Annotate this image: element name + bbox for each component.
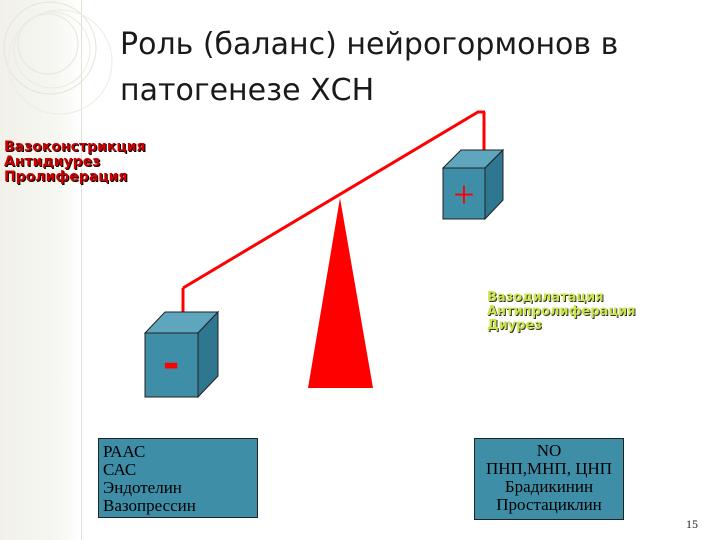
left-cube: - [143,310,220,399]
deco-circle-3 [17,13,79,75]
right-effect-3: Диурез [487,318,542,333]
right-box-item-4: Простациклин [496,495,602,514]
left-box-item-2: САС [103,460,137,479]
decorative-circles [3,1,113,115]
left-effects: Вазоконстрикция Антидиурез Пролиферация [4,140,146,185]
slide-title: Роль (баланс) нейрогормонов в патогенезе… [120,22,680,114]
deco-circle-4 [7,9,113,115]
plus-sign: + [453,174,474,216]
right-box-item-1: NO [536,441,562,460]
right-effect-1: Вазодилатация [487,290,604,305]
deco-circle-1 [3,1,97,95]
deco-circle-2 [13,11,91,89]
title-line-1: Роль (баланс) нейрогормонов в [120,27,619,62]
left-box-item-1: РААС [103,442,146,461]
title-line-2: патогенезе ХСН [120,73,375,108]
left-effect-2: Антидиурез [4,154,101,170]
left-box-item-3: Эндотелин [103,478,182,497]
vasoconstrictor-box: РААС САС Эндотелин Вазопрессин [98,438,258,518]
right-effects: Вазодилатация Антипролиферация Диурез [487,291,635,333]
fulcrum [308,198,373,388]
page-number: 15 [686,517,698,531]
left-effect-1: Вазоконстрикция [4,139,146,155]
right-cube-front [442,167,486,220]
right-cube: + [441,148,505,221]
strip-edge [81,0,82,540]
vasodilator-box: NO ПНП,МНП, ЦНП Брадикинин Простациклин [474,438,624,520]
left-box-item-4: Вазопрессин [103,496,196,515]
right-box-item-3: Брадикинин [504,477,594,496]
left-cube-front [144,332,199,398]
right-effect-2: Антипролиферация [487,304,636,319]
minus-sign: - [163,341,180,387]
right-box-item-2: ПНП,МНП, ЦНП [485,459,613,478]
scale-beam [182,110,479,290]
left-effect-3: Пролиферация [4,169,128,185]
